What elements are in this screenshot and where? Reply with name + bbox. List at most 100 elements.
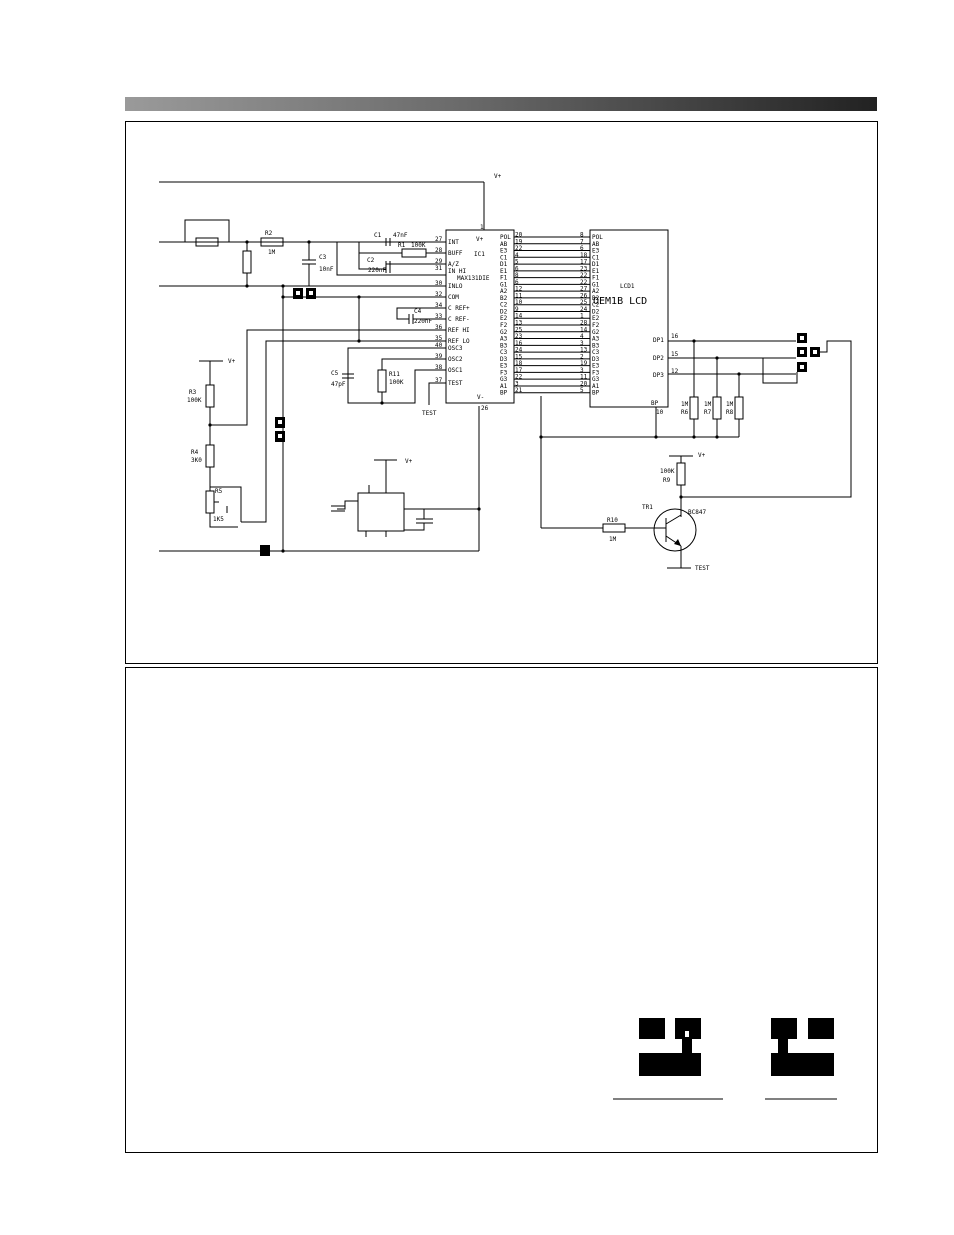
- ic1-right-pin-name: BP: [500, 390, 508, 397]
- pcb-panel: [125, 667, 878, 1153]
- c4-value: 220nF: [414, 318, 432, 325]
- ic1-left-pin-number: 30: [435, 280, 443, 287]
- r11-value: 100K: [389, 379, 404, 386]
- resistor-r10: [602, 523, 626, 533]
- ic1-vplus-label: V+: [476, 236, 484, 243]
- resistor-r11: [377, 369, 387, 393]
- lcd-pin-number: 19: [580, 360, 588, 367]
- ic1-left-pin-name: A/Z: [448, 261, 459, 268]
- lcd-pin-number: 3: [580, 340, 584, 347]
- ic1-right-pin-name: E1: [500, 268, 508, 275]
- ic1-right-pin-number: 20: [515, 232, 523, 239]
- ic1-right-pin-number: 21: [515, 387, 523, 394]
- vplus-label-top: V+: [494, 173, 502, 180]
- transistor-stage: V+ 100K R9 TEST TR1 BC847 R10 1M: [541, 452, 710, 572]
- r9-value: 100K: [660, 468, 675, 475]
- lcd-pin-name: F2: [592, 322, 600, 329]
- lcd-pin-name: B2: [592, 295, 600, 302]
- lcd-pin-number: 14: [580, 326, 588, 333]
- lcd-pin-number: 28: [580, 320, 588, 327]
- c1-value: 47nF: [393, 232, 408, 239]
- ic1-left-pin-name: C REF-: [448, 316, 470, 323]
- ic1-right-pin-name: B3: [500, 342, 508, 349]
- r9-label: R9: [663, 477, 671, 484]
- vplus-label-r3: V+: [228, 358, 236, 365]
- ic1-right-pin-number: 15: [515, 353, 523, 360]
- lcd1-label: LCD1: [620, 283, 635, 290]
- r1-value: 100K: [411, 242, 426, 249]
- ic1-pin26-label: 26: [481, 405, 489, 412]
- ic1-right-pin-number: 13: [515, 320, 523, 327]
- ic1-left-pin-number: 38: [435, 364, 443, 371]
- ic1-right-pin-name: G2: [500, 329, 508, 336]
- lcd-pin-number: 26: [580, 292, 588, 299]
- r5-value: 1K5: [213, 516, 224, 523]
- ic1-body: [445, 229, 515, 404]
- jumper-pad: [260, 545, 270, 556]
- ic1-right-pin-name: POL: [500, 234, 511, 241]
- lcd-pin-number: 7: [580, 238, 584, 245]
- c1-label: C1: [374, 232, 382, 239]
- ic1-right-pin-number: 6: [515, 265, 519, 272]
- lcd-pin-name: F1: [592, 275, 600, 282]
- lcd-pin-number: 4: [580, 333, 584, 340]
- ic1-pin1-label: 1: [480, 224, 484, 231]
- ic1-left-pin-number: 27: [435, 236, 443, 243]
- lcd-pin-number: 8: [580, 232, 584, 239]
- vplus-label-tr: V+: [698, 452, 706, 459]
- ic1-right-pin-name: C3: [500, 349, 508, 356]
- ic1-left-pin-name: REF HI: [448, 327, 470, 334]
- resistor-r4: [205, 444, 215, 468]
- pcb-jumper-illustration: [613, 1018, 837, 1100]
- dp1-pin: 16: [671, 333, 679, 340]
- ic1-left-pin-number: 37: [435, 377, 443, 384]
- lcd-pin-name: C3: [592, 349, 600, 356]
- lcd-pin-name: POL: [592, 234, 603, 241]
- ic1-right-pin-number: 24: [515, 347, 523, 354]
- dp1-label: DP1: [653, 337, 664, 344]
- ic1-right-pin-name: G1: [500, 281, 508, 288]
- ic1-left-pin-number: 32: [435, 291, 443, 298]
- ic1-left-pin-name: INLO: [448, 283, 463, 290]
- ic1-right-pin-number: 4: [515, 252, 519, 259]
- resistor-r6: [689, 396, 699, 420]
- tr1-part-label: BC847: [688, 509, 706, 516]
- ic1-left-pin-number: 33: [435, 313, 443, 320]
- resistor-input-shunt: [242, 250, 252, 274]
- lcd-pin-name: E1: [592, 268, 600, 275]
- ic1-part-label: MAX131DIE: [457, 275, 490, 282]
- lcd1-body: [589, 229, 669, 408]
- ic1-right-pin-number: 19: [515, 238, 523, 245]
- lcd-pin-number: 11: [580, 374, 588, 381]
- ic1-right-pin-number: 22: [515, 374, 523, 381]
- dp2-pin: 15: [671, 351, 679, 358]
- vplus-label-osc: V+: [405, 458, 413, 465]
- lcd-pin-name: A1: [592, 383, 600, 390]
- lcd-pin-name: C1: [592, 254, 600, 261]
- ic1-right-pin-number: 11: [515, 292, 523, 299]
- ic1-right-pin-number: 9: [515, 306, 519, 313]
- ic1-right-pin-name: D2: [500, 308, 508, 315]
- bp-pin: 10: [656, 409, 664, 416]
- lcd-pin-name: AB: [592, 241, 600, 248]
- lcd-pin-number: 17: [580, 259, 588, 266]
- input-network: R2 1M C3 10nF: [184, 219, 446, 286]
- r6-label: R6: [681, 409, 689, 416]
- ic1-right-pin-name: C2: [500, 302, 508, 309]
- lcd-part-label: OEM1B LCD: [593, 296, 647, 307]
- lcd-pin-name: E3: [592, 248, 600, 255]
- ic1-left-pin-name: OSC3: [448, 345, 463, 352]
- lcd-pin-number: 18: [580, 252, 588, 259]
- resistor-rv: [195, 237, 219, 247]
- r11-label: R11: [389, 371, 400, 378]
- r8-value: 1M: [726, 401, 734, 408]
- r1-label: R1: [398, 242, 406, 249]
- ic1-left-pin-number: 34: [435, 302, 443, 309]
- lcd-pin-name: D1: [592, 261, 600, 268]
- c2-label: C2: [367, 257, 375, 264]
- lcd-pin-number: 23: [580, 265, 588, 272]
- ic1-right-pin-number: 23: [515, 333, 523, 340]
- ic1-left-pin-number: 35: [435, 335, 443, 342]
